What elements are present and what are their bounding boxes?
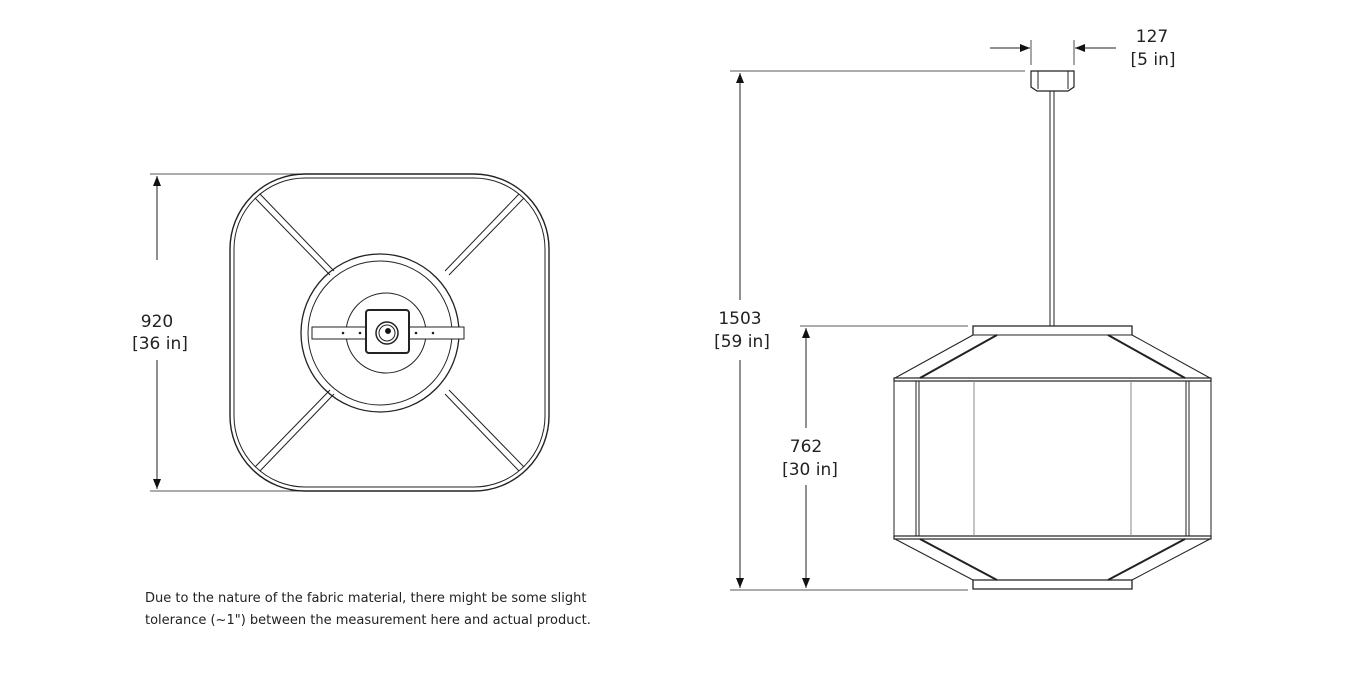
tolerance-note: Due to the nature of the fabric material… <box>145 588 591 632</box>
note-line-1: Due to the nature of the fabric material… <box>145 591 587 606</box>
top-view <box>150 173 550 492</box>
side-view <box>730 40 1212 591</box>
top-dim-imperial: [36 in] <box>132 334 188 354</box>
top-dim-value: 920 <box>141 312 173 332</box>
shade-height-value: 762 <box>790 437 822 457</box>
overall-height-imperial: [59 in] <box>714 332 770 352</box>
canopy-dim-imperial: [5 in] <box>1131 50 1176 70</box>
shade-height-imperial: [30 in] <box>782 460 838 480</box>
canopy-dim-value: 127 <box>1136 27 1168 47</box>
note-line-2: tolerance (~1") between the measurement … <box>145 613 591 628</box>
overall-height-value: 1503 <box>718 309 761 329</box>
